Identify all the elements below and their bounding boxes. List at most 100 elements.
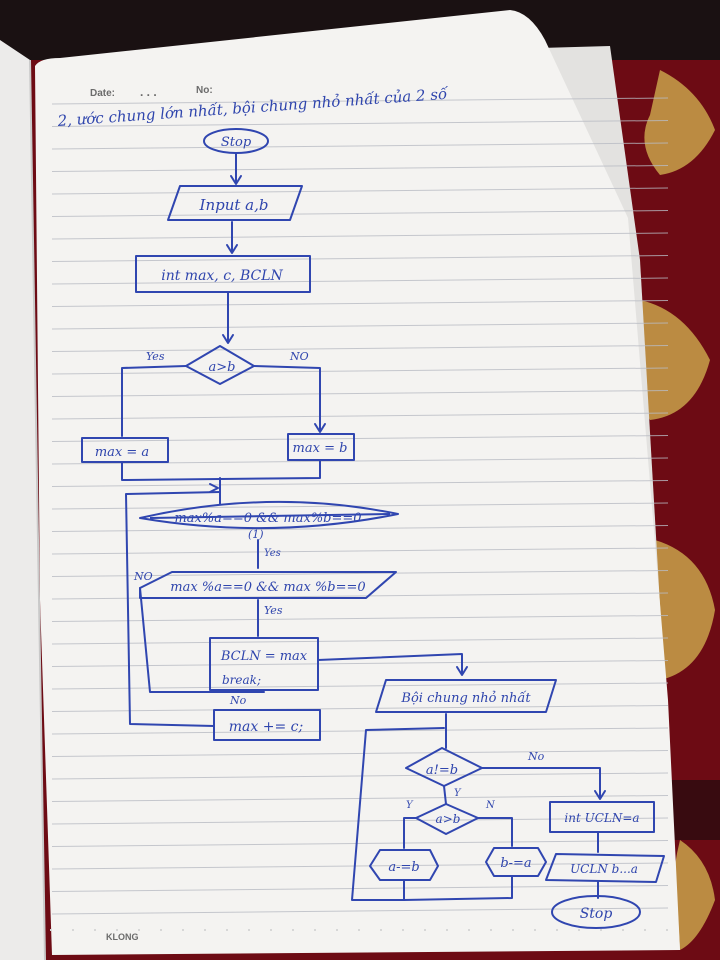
max-b-text: max = b (293, 441, 348, 456)
ruled-line (51, 840, 669, 847)
ruled-line (51, 390, 669, 397)
ruled-line (51, 210, 669, 217)
ruled-line (51, 885, 669, 892)
ruled-line (51, 232, 669, 240)
decision-gt-text: a>b (436, 812, 461, 826)
break-text: break; (222, 673, 261, 687)
to-bcnn-head (456, 666, 468, 676)
ucln-print-box (545, 853, 665, 883)
max-a-box (81, 437, 169, 463)
ruled-line (51, 570, 669, 577)
stop-terminal (551, 895, 641, 929)
ruled-line (51, 862, 669, 870)
ruled-line (51, 772, 669, 780)
ruled-line (51, 705, 669, 712)
start-text: Stop (221, 135, 252, 150)
bcln-box (209, 637, 319, 691)
ruled-line (51, 97, 669, 105)
input-text: Input a,b (199, 196, 269, 214)
ruled-line (51, 255, 669, 262)
ruled-line (51, 682, 669, 690)
paper-sheet (35, 10, 680, 955)
neq-no-head (594, 790, 606, 800)
max-a-text: max = a (95, 445, 149, 460)
gt-yes-branch (403, 817, 417, 849)
decision-neq-text: a!=b (426, 763, 458, 778)
left-page (0, 40, 46, 960)
no-label-1: NO (289, 350, 309, 363)
ruled-line (51, 120, 669, 127)
ruled-line (51, 322, 669, 330)
arrow-2-head (226, 244, 238, 254)
arrow-3-head (222, 334, 234, 344)
bcnn-loop (351, 727, 445, 901)
ucln-box (549, 801, 655, 833)
ruled-line (51, 165, 669, 172)
to-bcnn (317, 653, 463, 675)
ruled-line (51, 547, 669, 555)
struck-marker: (1) (248, 528, 264, 541)
declare-text: int max, c, BCLN (161, 268, 283, 284)
ruled-line (51, 480, 669, 487)
branch-yes (121, 365, 187, 437)
ruled-line (51, 637, 669, 645)
outer-loop (125, 491, 221, 727)
a-minus-box (369, 849, 439, 881)
yes-label-3: Yes (264, 604, 283, 617)
ruled-line (51, 142, 669, 150)
ruled-line (51, 345, 669, 352)
stop-text: Stop (580, 906, 613, 922)
ruled-line (51, 412, 669, 420)
ruled-line (51, 300, 669, 307)
y-label-1: Y (454, 788, 462, 799)
date-dots: . . . (140, 85, 157, 99)
bcnn-merge (403, 875, 513, 901)
bcln-text: BCLN = max (220, 649, 308, 664)
struck-condition (139, 500, 399, 530)
ruled-line (51, 907, 669, 915)
ruled-line (51, 502, 669, 510)
yes-label-1: Yes (146, 350, 165, 363)
no-loop (139, 587, 265, 693)
ruled-line (51, 367, 669, 375)
decision-gt (415, 803, 479, 835)
date-label: Date: (90, 88, 115, 99)
no-label-3: No (229, 694, 247, 707)
branch-no-head (314, 423, 326, 433)
gt-no-branch (477, 817, 513, 847)
decision-ab (185, 345, 255, 385)
ucln-text: int UCLN=a (564, 811, 639, 825)
max-inc-text: max += c; (229, 719, 303, 735)
ruled-line (51, 277, 669, 285)
a-minus-text: a-=b (388, 860, 419, 875)
ruled-line (51, 817, 669, 825)
ruled-line (51, 660, 669, 667)
branch-no (253, 365, 321, 431)
neq-no-branch (481, 767, 601, 799)
no-label-2: NO (133, 570, 153, 583)
b-minus-box (485, 847, 547, 877)
bcnn-text: Bội chung nhỏ nhất (400, 690, 531, 706)
loop-back-head (209, 483, 219, 493)
strike-line (149, 513, 391, 519)
decision-ab-text: a>b (209, 360, 236, 375)
bcnn-box (375, 679, 557, 713)
ruled-line (51, 435, 669, 442)
no-label: No: (196, 85, 213, 96)
arrow-1-head (230, 175, 242, 185)
y-label-2: Y (406, 800, 414, 811)
declare-box (135, 255, 311, 293)
notebook-brand: KLONG (106, 932, 139, 942)
ruled-line (51, 750, 669, 757)
ruled-line (51, 525, 669, 532)
ruled-line (51, 187, 669, 195)
yes-label-2: Yes (264, 548, 281, 559)
arrow-8 (443, 785, 447, 805)
struck-condition-text: max%a==0 && max%b==0 (174, 511, 361, 526)
condition-mod-text: max %a==0 && max %b==0 (170, 580, 365, 595)
b-minus-text: b-=a (500, 856, 531, 871)
flowchart: Stop Input a,b int max, c, BCLN a>b Yes … (81, 128, 665, 929)
input-box (167, 185, 303, 221)
ruled-line (51, 615, 669, 622)
